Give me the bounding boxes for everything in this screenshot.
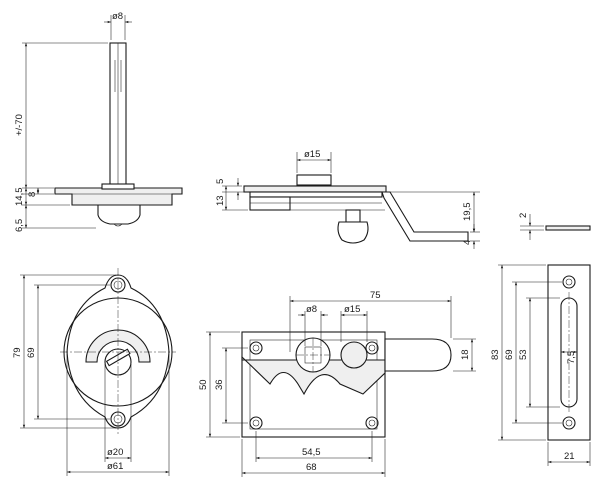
- rose-thickness-label: 14,5: [14, 188, 25, 207]
- bolt-screw-bl: [249, 416, 263, 430]
- spindle-length-label: +/-70: [14, 114, 25, 136]
- knob-diameter-label: ø15: [304, 149, 320, 160]
- knob-collar: [296, 174, 332, 186]
- bent-bracket: [381, 191, 469, 242]
- plate-thickness-label: 2: [518, 213, 529, 218]
- bolt-length-label: 75: [370, 290, 381, 301]
- bolt-front-view: 75 ø8 ø15 50 36 18 54,5 68: [198, 290, 476, 477]
- rose-center-diameter-label: ø20: [107, 447, 123, 458]
- indicator-arc: [85, 329, 151, 363]
- bolt-hole-spacing-label: 36: [214, 379, 225, 390]
- bolt-spindle-diameter-label: ø8: [306, 304, 317, 315]
- bracket-drop-label: 19,5: [462, 203, 473, 222]
- keeper-height-label: 83: [490, 349, 501, 360]
- bracket-thickness-label: 4: [462, 240, 473, 245]
- keeper-plate-edge: [545, 225, 591, 231]
- keeper-screw-top: [562, 275, 576, 289]
- bottom-offset-label: 6,5: [14, 219, 25, 232]
- keeper-thickness-view: 2: [518, 213, 591, 240]
- keeper-slot-width-label: 7,5: [566, 351, 577, 364]
- bolt-screw-tl: [249, 341, 263, 355]
- bolt-width-label: 18: [460, 349, 471, 360]
- spindle-diameter-label: ø8: [112, 11, 123, 22]
- side-top-plate-label: 5: [215, 179, 226, 184]
- knob-head: [337, 221, 369, 244]
- top-plate: [243, 185, 387, 193]
- bolt-hole-span-label: 54,5: [302, 447, 321, 458]
- bolt-base-width-label: 68: [306, 462, 317, 473]
- bolt-screw-tr: [365, 341, 379, 355]
- rose-inner-height-label: 69: [26, 347, 37, 358]
- keeper-hole-spacing-label: 69: [504, 349, 515, 360]
- bolt-screw-br: [365, 416, 379, 430]
- rose-flange: [54, 187, 183, 206]
- bolt-nose: [384, 338, 452, 372]
- bolt-side-view: ø15 13 5 19,5 4: [215, 149, 480, 249]
- rose-diameter-label: ø61: [107, 461, 123, 472]
- side-height-label: 13: [215, 195, 226, 206]
- rose-height-label: 79: [12, 347, 23, 358]
- bolt-knob: [340, 341, 368, 369]
- rose-front-view: 79 69 ø20 ø61: [12, 268, 176, 476]
- keeper-slot-length-label: 53: [518, 349, 529, 360]
- bolt-height-label: 50: [198, 379, 209, 390]
- keeper-width-label: 21: [564, 451, 575, 462]
- keeper-screw-bottom: [562, 416, 576, 430]
- spindle-elevation-view: ø8 +/-70 14,5 8 6,5: [14, 11, 183, 232]
- rose-flange-label: 8: [27, 192, 38, 197]
- keeper-front-view: 83 69 53 7,5 21: [490, 264, 591, 466]
- turn-knob: [97, 204, 141, 225]
- bolt-knob-diameter-label: ø15: [344, 304, 360, 315]
